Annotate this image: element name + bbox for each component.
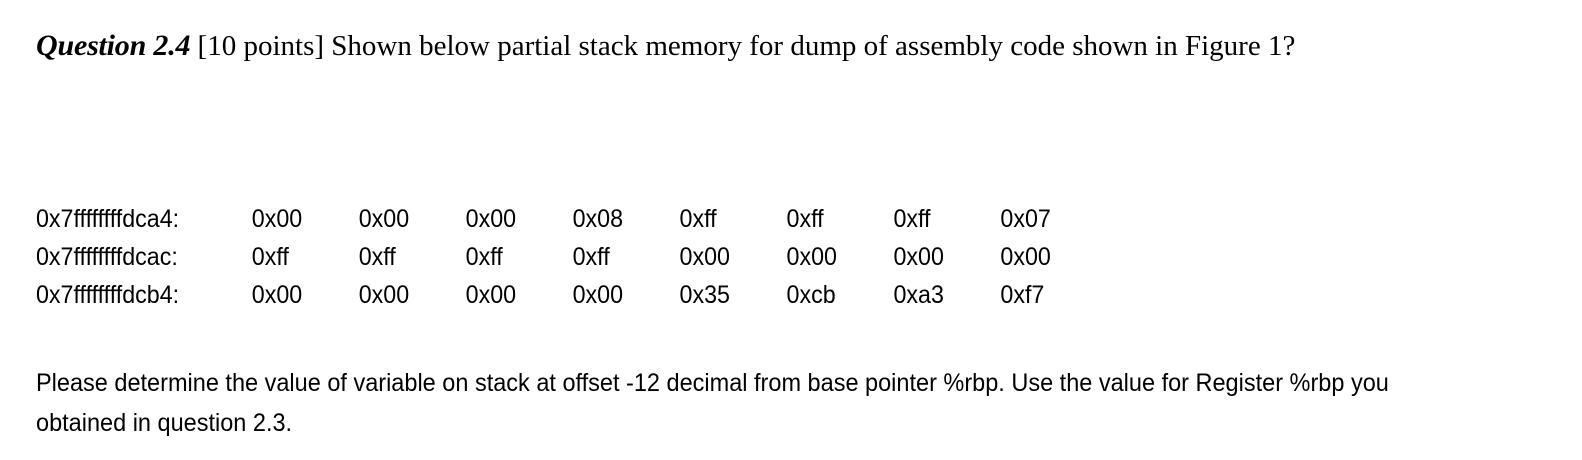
- table-row: 0x7ffffffffdcb4: 0x00 0x00 0x00 0x00 0x3…: [36, 276, 1107, 314]
- memory-byte-value: 0x00: [251, 205, 303, 233]
- table-row: 0x7ffffffffdcac: 0xff 0xff 0xff 0xff 0x0…: [36, 238, 1107, 276]
- memory-byte-value: 0xff: [358, 243, 396, 271]
- memory-byte-value: 0xff: [893, 205, 931, 233]
- memory-byte-value: 0xff: [465, 243, 503, 271]
- question-heading: Question 2.4 [10 points] Shown below par…: [36, 24, 1536, 68]
- memory-address-label: 0x7ffffffffdca4:: [36, 205, 180, 233]
- closing-instruction-text: Please determine the value of variable o…: [36, 369, 1389, 437]
- memory-byte-value: 0x00: [465, 281, 517, 309]
- memory-byte-value: 0x00: [786, 243, 837, 271]
- memory-byte-value: 0xff: [679, 205, 717, 233]
- stack-memory-dump-table: 0x7ffffffffdca4: 0x00 0x00 0x00 0x08 0xf…: [36, 200, 1107, 314]
- memory-byte-value: 0x00: [251, 281, 303, 309]
- memory-byte-value: 0x07: [1000, 205, 1051, 233]
- dump-body: 0x7ffffffffdca4: 0x00 0x00 0x00 0x08 0xf…: [36, 200, 1107, 314]
- memory-byte-value: 0x00: [358, 205, 410, 233]
- table-row: 0x7ffffffffdca4: 0x00 0x00 0x00 0x08 0xf…: [36, 200, 1107, 238]
- question-prompt-text: [10 points] Shown below partial stack me…: [190, 30, 1296, 62]
- memory-byte-value: 0x00: [572, 281, 624, 309]
- memory-byte-value: 0xff: [786, 205, 824, 233]
- memory-byte-value: 0x35: [679, 281, 730, 309]
- memory-byte-value: 0x00: [465, 205, 517, 233]
- memory-byte-value: 0x00: [358, 281, 410, 309]
- memory-byte-value: 0xff: [572, 243, 610, 271]
- memory-byte-value: 0x08: [572, 205, 624, 233]
- memory-byte-value: 0x00: [893, 243, 944, 271]
- memory-byte-value: 0xff: [251, 243, 289, 271]
- memory-byte-value: 0x00: [1000, 243, 1051, 271]
- memory-byte-value: 0xf7: [1000, 281, 1045, 309]
- question-number-label: Question 2.4: [36, 29, 191, 62]
- memory-byte-value: 0xcb: [786, 281, 836, 309]
- memory-byte-value: 0x00: [679, 243, 730, 271]
- memory-address-label: 0x7ffffffffdcac:: [36, 243, 178, 271]
- memory-address-label: 0x7ffffffffdcb4:: [36, 281, 180, 309]
- memory-byte-value: 0xa3: [893, 281, 944, 309]
